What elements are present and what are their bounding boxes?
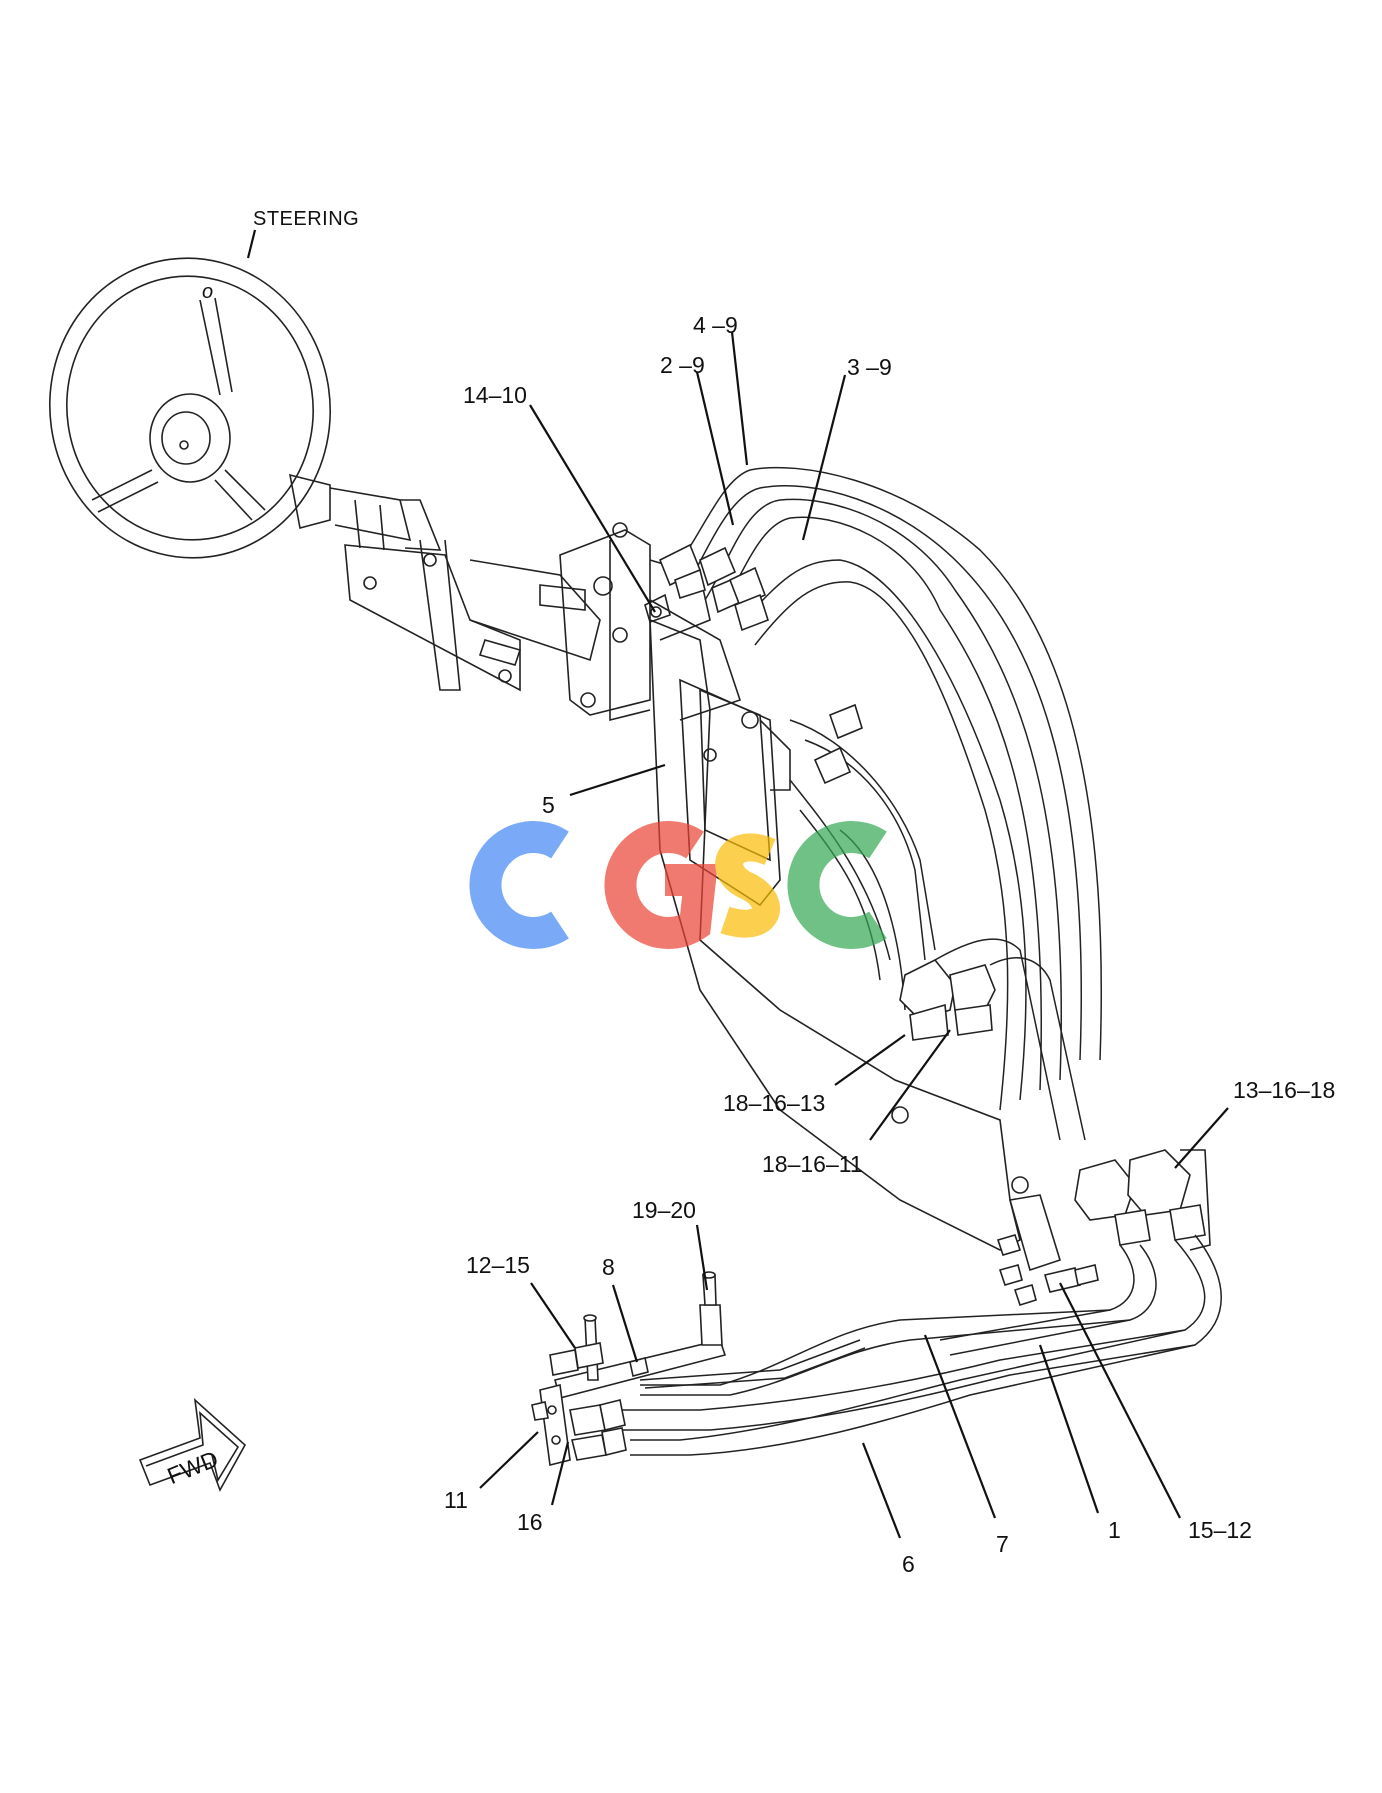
label-16: 16: [517, 1509, 543, 1535]
label-3-9: 3 –9: [847, 354, 892, 380]
lower-hoses: [620, 1309, 1196, 1456]
label-1: 1: [1108, 1517, 1121, 1543]
watermark-letter-g: [604, 821, 718, 949]
label-11: 11: [444, 1487, 468, 1513]
steering-column: [288, 473, 601, 692]
elbow-fitting-right: [949, 964, 996, 1036]
label-18-16-11: 18–16–11: [762, 1151, 863, 1177]
lower-left-bracket: [531, 1271, 727, 1466]
callout-labels: STEERING 4 –9 2 –9 3 –9 14–10 5 18–16–13…: [253, 208, 1335, 1577]
upper-hoses: [644, 466, 1103, 1111]
fitting-4: [728, 566, 769, 632]
label-14-10: 14–10: [463, 382, 527, 408]
label-15-12: 15–12: [1188, 1517, 1252, 1543]
label-4-9: 4 –9: [693, 312, 738, 338]
fitting-2: [658, 543, 706, 600]
watermark-letter-s: [715, 833, 780, 938]
label-8: 8: [602, 1254, 615, 1280]
forward-direction-arrow: FWD: [138, 1397, 247, 1492]
lower-right-fittings: [939, 1149, 1222, 1376]
leader-lines: [246, 229, 1229, 1539]
elbow-fitting-left: [899, 958, 956, 1041]
svg-text:o: o: [202, 281, 214, 303]
frame-bracket: [996, 1194, 1099, 1306]
watermark-letter-c2: [787, 821, 887, 949]
label-19-20: 19–20: [632, 1197, 696, 1223]
label-12-15: 12–15: [466, 1252, 530, 1278]
label-5: 5: [542, 792, 555, 818]
label-2-9: 2 –9: [660, 352, 705, 378]
watermark-logo: [469, 821, 887, 949]
label-7: 7: [996, 1531, 1009, 1557]
label-steering: STEERING: [253, 208, 359, 230]
steering-wheel: o: [48, 257, 332, 559]
label-13-16-18: 13–16–18: [1233, 1077, 1335, 1103]
watermark-letter-c: [469, 821, 569, 949]
steering-valve: [539, 522, 742, 722]
label-18-16-13: 18–16–13: [723, 1090, 825, 1116]
middle-hoses: [789, 703, 1086, 1141]
label-6: 6: [902, 1551, 915, 1577]
